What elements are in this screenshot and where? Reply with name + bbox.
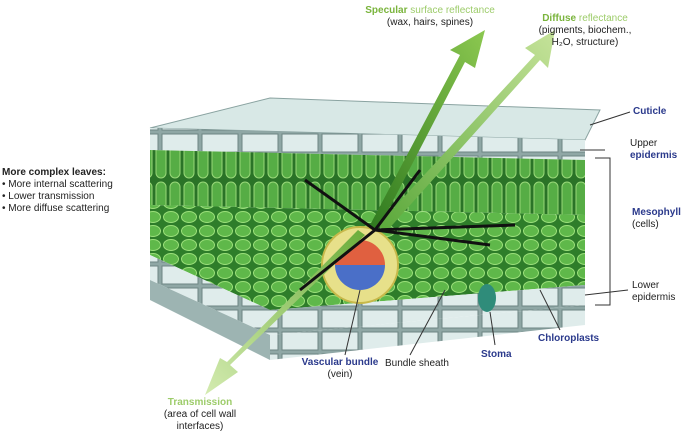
upper-epidermis	[150, 128, 585, 160]
cuticle-label: Cuticle	[633, 106, 667, 117]
vascular-bundle-label: Vascular bundle(vein)	[301, 357, 379, 380]
stoma	[478, 284, 496, 312]
stoma-label: Stoma	[481, 349, 512, 360]
specular-arrow	[370, 30, 485, 230]
complex-leaves-note: More complex leaves:• More internal scat…	[2, 167, 113, 214]
lower-epidermis	[150, 255, 585, 335]
diffuse-arrow	[378, 30, 555, 232]
diffuse-label: Diffuse reflectance(pigments, biochem.,H…	[538, 13, 632, 48]
chloroplasts-label: Chloroplasts	[538, 333, 600, 344]
mesophyll-label: Mesophyll(cells)	[632, 207, 681, 230]
bundle-sheath-label: Bundle sheath	[385, 358, 449, 369]
vascular-bundle-phloem	[335, 265, 385, 290]
palisade-layer	[150, 150, 585, 215]
specular-label: Specular surface reflectance(wax, hairs,…	[365, 5, 495, 28]
leader-lines	[344, 111, 631, 356]
scattering-arrows	[299, 169, 516, 292]
